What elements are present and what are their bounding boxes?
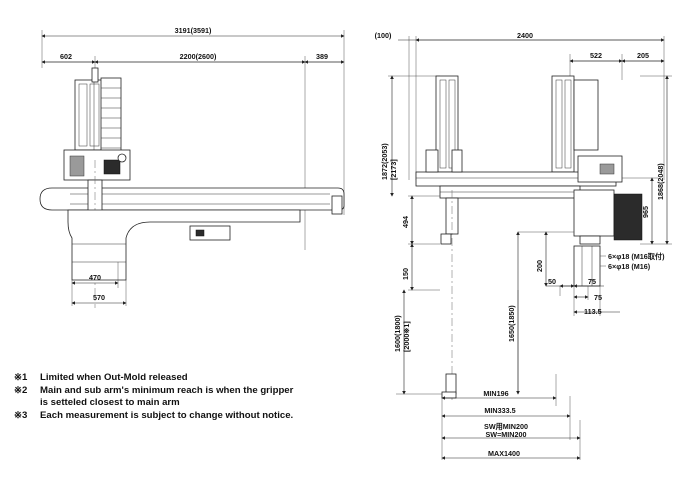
dim-base-outer: 570: [93, 293, 105, 302]
dim-max1400: MAX1400: [488, 449, 520, 458]
right-side-view: (100) 2400 522 205 1872(2053) [2173] 186…: [375, 31, 672, 460]
note-3-text: Each measurement is subject to change wi…: [40, 409, 294, 421]
dim-base-inner: 470: [89, 273, 101, 282]
dim-75b: 75: [594, 293, 602, 302]
dim-min333: MIN333.5: [484, 406, 515, 415]
dim-75a: 75: [588, 277, 596, 286]
dim-overall-left: 3191(3591): [175, 26, 212, 35]
hole-note-a: 6×φ18 (M16取付): [608, 252, 665, 261]
hole-note-b: 6×φ18 (M16): [608, 262, 651, 271]
dim-200: 200: [535, 260, 544, 272]
dim-min196: MIN196: [483, 389, 508, 398]
dim-top-right-a: 522: [590, 51, 602, 60]
dim-middle-part: 2200(2600): [180, 52, 217, 61]
footnotes: ※1 Limited when Out-Mold released ※2 Mai…: [14, 372, 293, 422]
note-2-mark: ※2: [14, 384, 28, 396]
dim-right-part: 389: [316, 52, 328, 61]
dim-stroke-main-alt: [2000※1]: [402, 321, 411, 352]
dim-stroke-sub: 1650(1850): [507, 305, 516, 342]
note-3-mark: ※3: [14, 409, 28, 421]
dim-113: 113.5: [584, 307, 602, 316]
left-side-view: 3191(3591) 602 2200(2600) 389: [39, 26, 345, 308]
note-1-mark: ※1: [14, 372, 28, 383]
dim-left-part: 602: [60, 52, 72, 61]
dim-50: 50: [548, 277, 556, 286]
note-1-text: Limited when Out-Mold released: [40, 372, 188, 383]
dim-height-left-alt: [2173]: [389, 159, 398, 180]
note-1: ※1 Limited when Out-Mold released: [14, 372, 293, 385]
dim-top-right-b: 205: [637, 51, 649, 60]
note-3: ※3 Each measurement is subject to change…: [14, 410, 293, 423]
dim-top-offset: (100): [375, 31, 392, 40]
note-2-text: Main and sub arm's minimum reach is when…: [40, 384, 294, 409]
dim-sw-min-b: SW=MIN200: [486, 430, 527, 439]
dim-sw-min-a: SW用MIN200: [484, 422, 528, 431]
dim-stroke-main: 1600(1800): [393, 315, 402, 352]
dim-494: 494: [401, 216, 410, 228]
dim-overall-right: 2400: [517, 31, 533, 40]
dim-height-left: 1872(2053): [380, 143, 389, 180]
dim-965: 965: [641, 206, 650, 218]
note-2: ※2 Main and sub arm's minimum reach is w…: [14, 385, 293, 410]
dim-height-right: 1868(2048): [656, 163, 665, 200]
dim-150: 150: [401, 268, 410, 280]
